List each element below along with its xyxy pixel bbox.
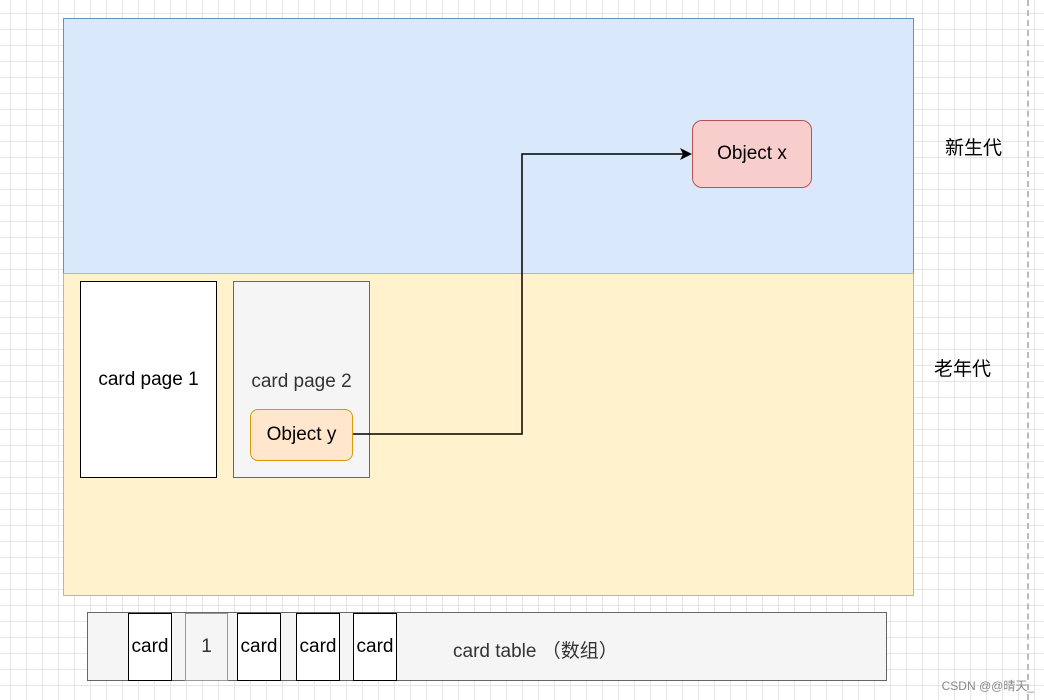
card-table-label: card table （数组） bbox=[453, 641, 618, 662]
watermark: CSDN @@晴天_ bbox=[941, 679, 1034, 693]
object-x-label: Object x bbox=[717, 143, 787, 164]
card-table-slot: card bbox=[128, 613, 172, 681]
card-page-2-label: card page 2 bbox=[251, 371, 352, 392]
card-page-1: card page 1 bbox=[80, 281, 217, 478]
card-page-1-label: card page 1 bbox=[98, 368, 199, 390]
card-table-slot: card bbox=[237, 613, 281, 681]
card-table-slot: card bbox=[353, 613, 397, 681]
object-x: Object x bbox=[692, 120, 812, 188]
object-y: Object y bbox=[250, 409, 353, 461]
card-table-slot: 1 bbox=[185, 613, 228, 681]
page-boundary-dashed-line bbox=[1027, 0, 1029, 700]
young-generation-label: 新生代 bbox=[945, 137, 1003, 159]
old-generation-label: 老年代 bbox=[934, 358, 992, 380]
reference-arrow-y-to-x bbox=[353, 148, 692, 435]
card-table-slot: card bbox=[296, 613, 340, 681]
object-y-label: Object y bbox=[266, 424, 337, 445]
